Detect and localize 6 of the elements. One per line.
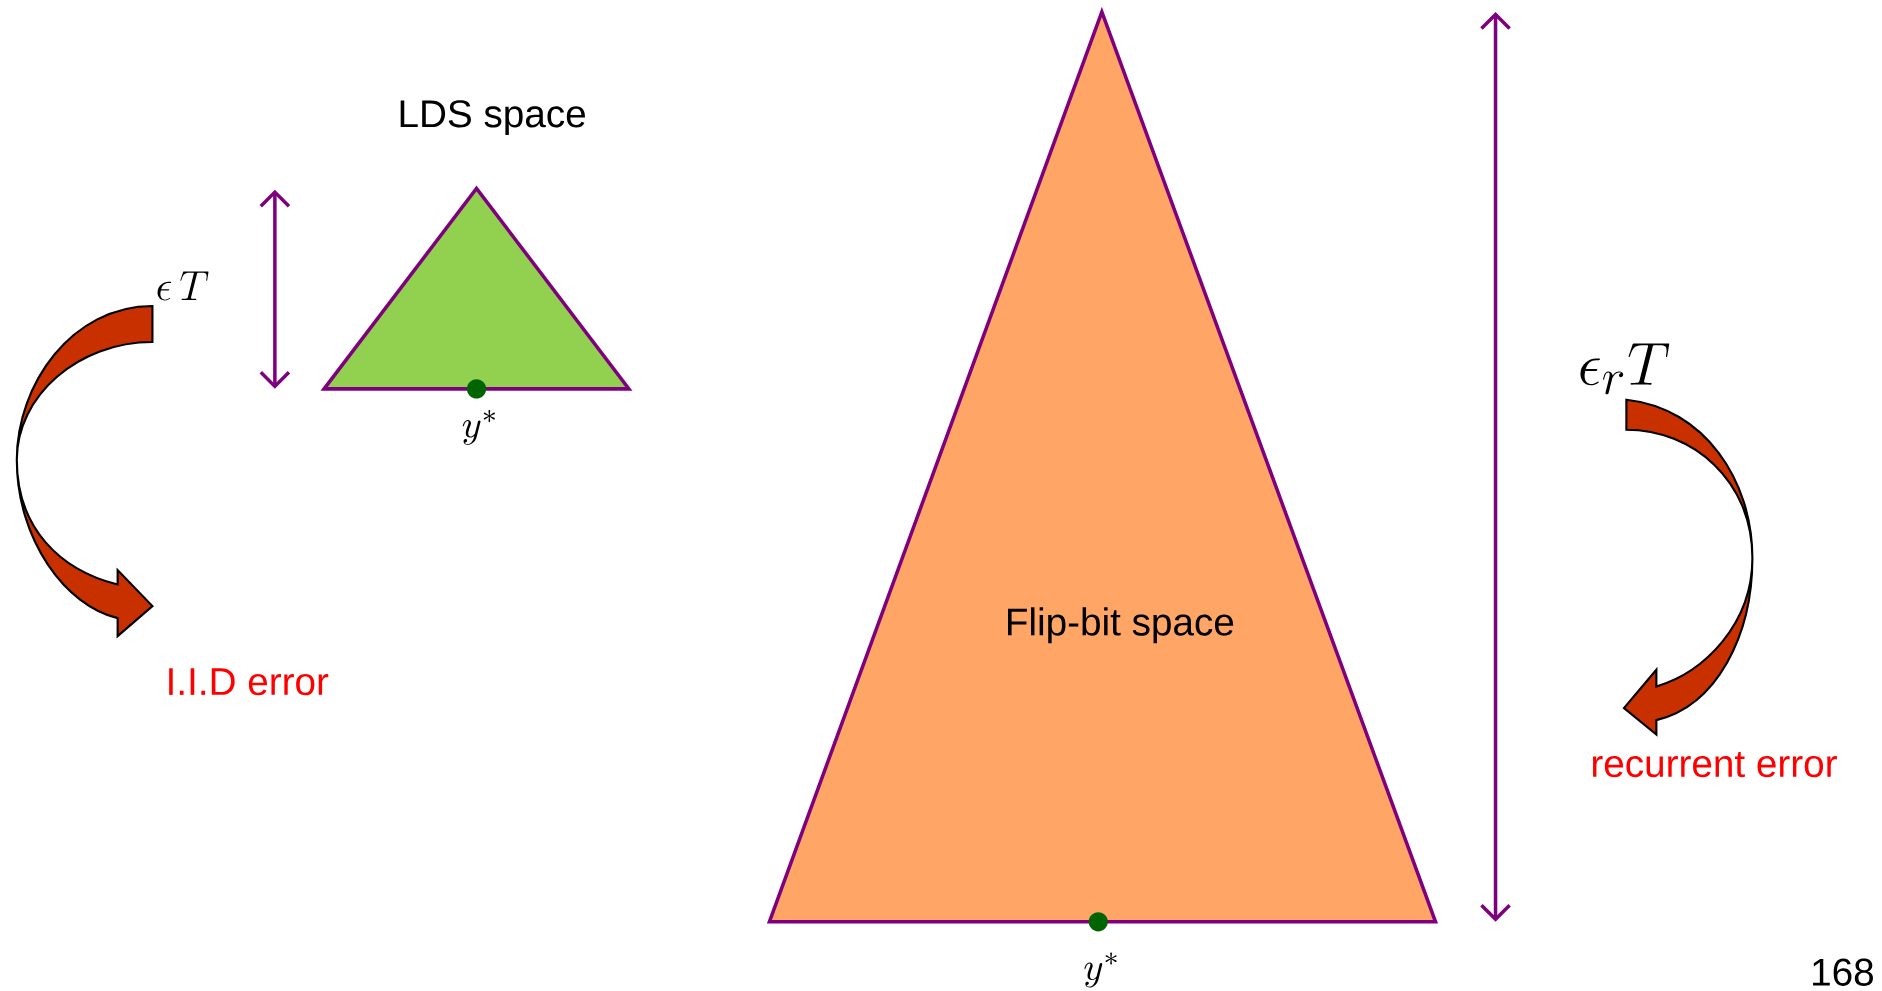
error-label: I.I.D error bbox=[169, 668, 329, 696]
page-number: 168 bbox=[1813, 958, 1873, 986]
node-label: LDS space bbox=[400, 99, 585, 135]
error-label: recurrent error bbox=[1592, 751, 1837, 778]
math-label: $\epsilon\, T$ bbox=[157, 271, 209, 301]
math-label: $\epsilon_r T$ bbox=[1580, 343, 1670, 395]
